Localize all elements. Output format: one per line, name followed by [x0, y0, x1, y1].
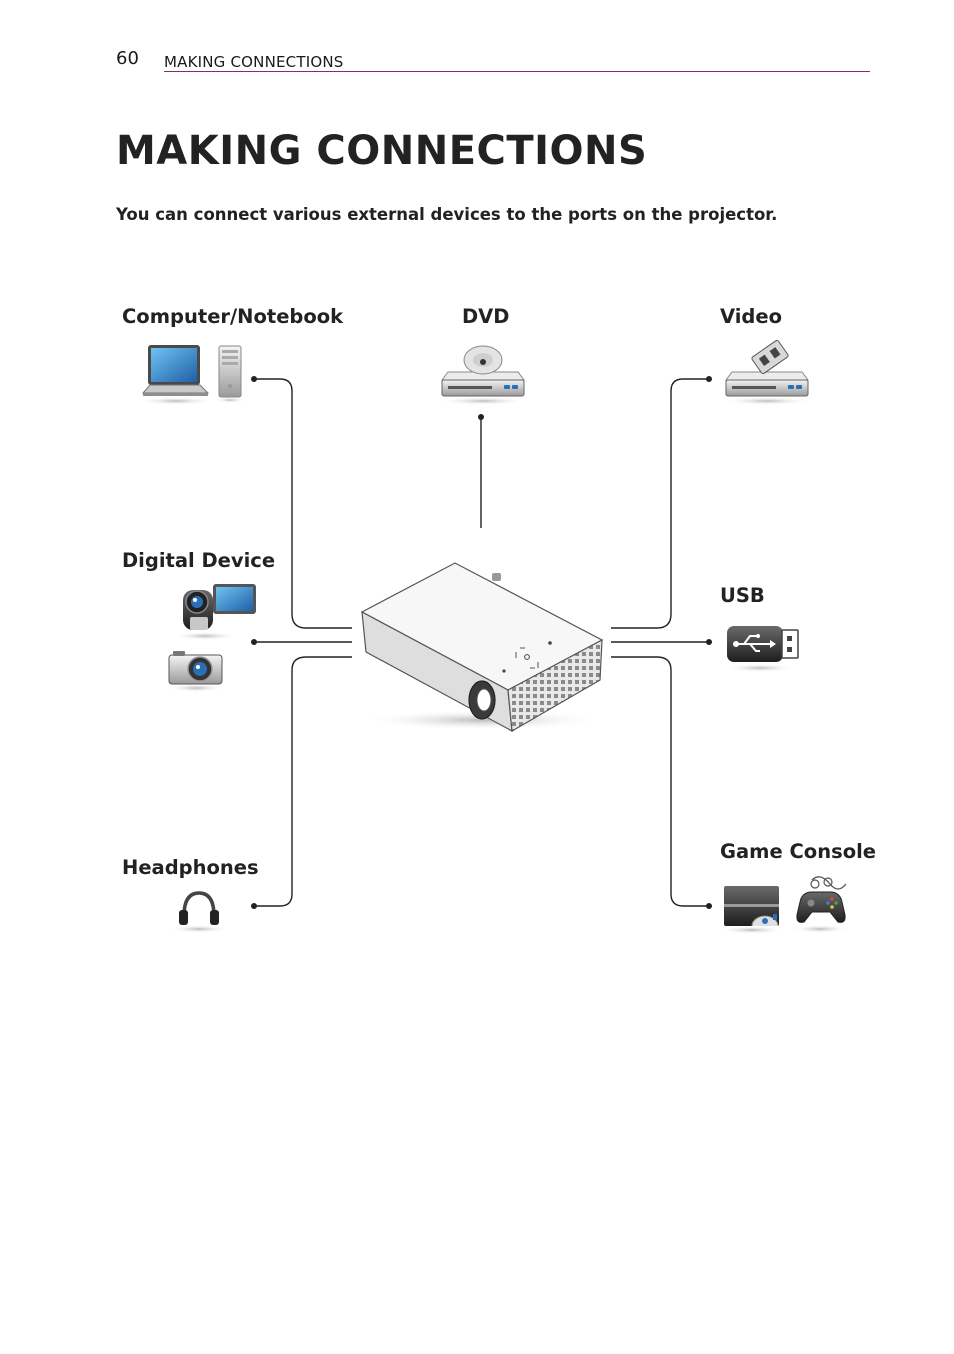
usb-drive-icon [726, 626, 799, 672]
gamepad-icon [792, 876, 848, 933]
label-usb: USB [720, 584, 765, 607]
label-video: Video [720, 305, 783, 328]
page-title: MAKING CONNECTIONS [116, 128, 648, 174]
projector-icon [360, 562, 604, 733]
label-dvd: DVD [462, 305, 510, 328]
connection-lines [254, 378, 709, 907]
label-headphones: Headphones [122, 856, 259, 879]
line-video [611, 378, 709, 629]
video-player-icon [723, 339, 811, 405]
camera-icon [168, 651, 224, 692]
label-game-console: Game Console [720, 840, 876, 863]
header-rule [164, 71, 870, 72]
connection-dots [251, 376, 712, 909]
intro-text: You can connect various external devices… [116, 205, 778, 224]
headphones-icon [169, 891, 229, 933]
line-headphones [254, 656, 352, 907]
camcorder-icon [173, 584, 256, 640]
line-game [611, 656, 709, 907]
running-header: MAKING CONNECTIONS [164, 53, 344, 71]
laptop-icon [138, 345, 214, 405]
line-computer [254, 378, 352, 629]
page-number: 60 [116, 48, 139, 69]
label-computer: Computer/Notebook [122, 305, 344, 328]
desktop-tower-icon [215, 345, 245, 403]
dvd-player-icon [439, 345, 527, 405]
label-digital-device: Digital Device [122, 549, 276, 572]
game-console-icon [720, 886, 784, 934]
